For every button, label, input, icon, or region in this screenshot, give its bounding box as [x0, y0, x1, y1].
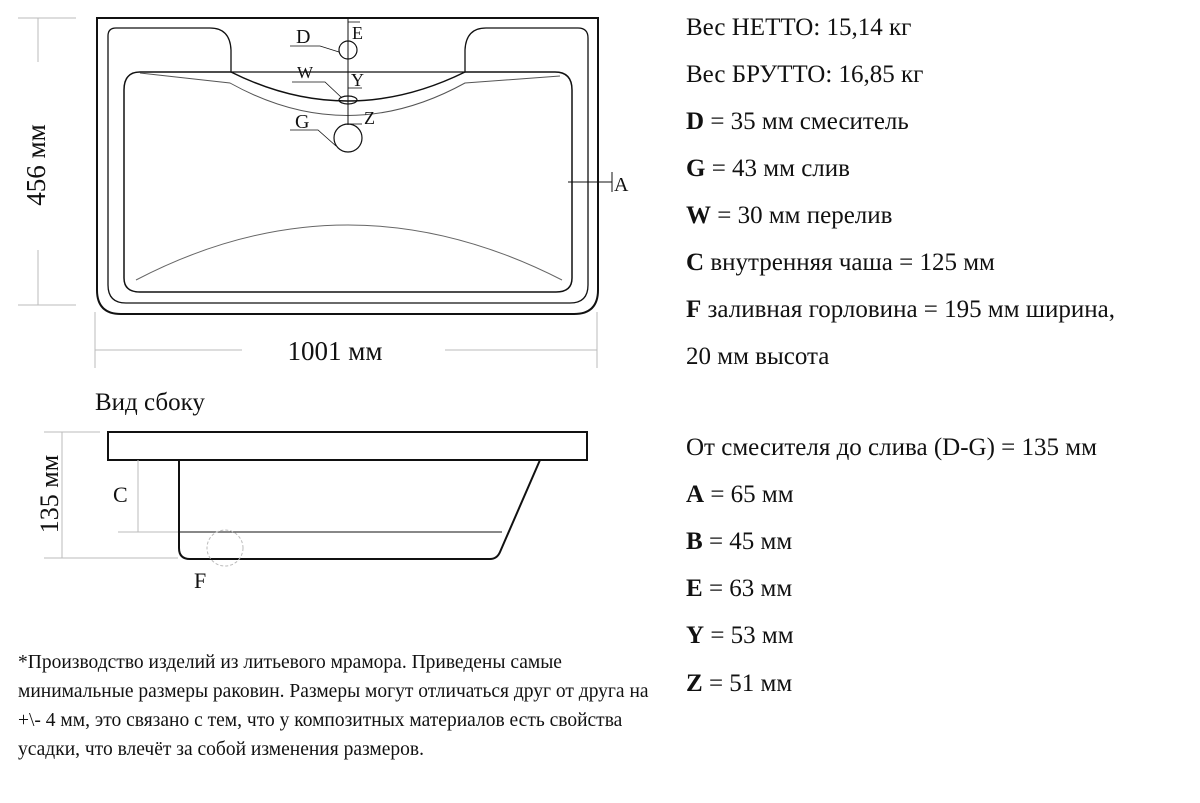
label-G: G [295, 111, 309, 133]
spec-text: = 35 мм смеситель [704, 108, 909, 135]
spec-text: = 53 мм [704, 622, 794, 649]
label-E: E [352, 23, 363, 43]
spec-key: G [686, 155, 706, 182]
spec-line: C внутренняя чаша = 125 мм [686, 248, 995, 278]
side-view-drawing [44, 431, 588, 567]
faucet-hole-D [338, 40, 358, 60]
overflow-W [338, 95, 358, 105]
label-F: F [194, 568, 206, 593]
spec-text: Вес БРУТТО: 16,85 кг [686, 61, 924, 88]
top-view-drawing [18, 17, 613, 368]
spec-line: G = 43 мм слив [686, 154, 850, 184]
spec-line: 20 мм высота [686, 342, 829, 372]
spec-text: Вес НЕТТО: 15,14 кг [686, 14, 912, 41]
spec-text: = 63 мм [702, 575, 793, 602]
spec-line: A = 65 мм [686, 480, 794, 510]
spec-key: A [686, 481, 705, 508]
spec-key: Y [686, 622, 705, 649]
label-W: W [297, 63, 314, 82]
spec-line: От смесителя до слива (D-G) = 135 мм [686, 433, 1097, 463]
spec-line: Вес НЕТТО: 15,14 кг [686, 13, 911, 43]
spec-line: B = 45 мм [686, 527, 792, 557]
label-Y: Y [351, 70, 364, 90]
drain-G [333, 123, 363, 153]
spec-key: B [686, 528, 703, 555]
spec-line: Y = 53 мм [686, 621, 794, 651]
spec-line: F заливная горловина = 195 мм ширина, [686, 295, 1115, 325]
side-height-dimension: 135 мм [35, 455, 64, 533]
spec-text: = 43 мм слив [705, 155, 850, 182]
spec-line: W = 30 мм перелив [686, 201, 892, 231]
footnote: *Производство изделий из литьевого мрамо… [18, 652, 649, 760]
spec-text: 20 мм высота [686, 343, 830, 370]
side-view-title: Вид сбоку [95, 389, 205, 416]
spec-text: = 45 мм [702, 528, 793, 555]
spec-text: От смесителя до слива (D-G) = 135 мм [686, 434, 1097, 461]
spec-text: = 30 мм перелив [711, 202, 893, 229]
label-D: D [296, 26, 310, 48]
label-C: C [113, 482, 128, 507]
spec-key: F [686, 296, 702, 323]
width-dimension: 1001 мм [288, 336, 383, 366]
label-A: A [614, 174, 629, 196]
height-dimension: 456 мм [21, 124, 51, 205]
spec-text: заливная горловина = 195 мм ширина, [701, 296, 1116, 323]
spec-line: E = 63 мм [686, 574, 792, 604]
spec-text: внутренняя чаша = 125 мм [704, 249, 995, 276]
spec-key: D [686, 108, 705, 135]
spec-text: = 51 мм [702, 670, 793, 697]
spec-line: D = 35 мм смеситель [686, 107, 909, 137]
spec-line: Z = 51 мм [686, 669, 792, 699]
spec-key: E [686, 575, 703, 602]
spec-key: C [686, 249, 705, 276]
label-Z: Z [364, 108, 375, 128]
spec-key: W [686, 202, 711, 229]
spec-line: Вес БРУТТО: 16,85 кг [686, 60, 923, 90]
spec-text: = 65 мм [704, 481, 794, 508]
spec-key: Z [686, 670, 703, 697]
